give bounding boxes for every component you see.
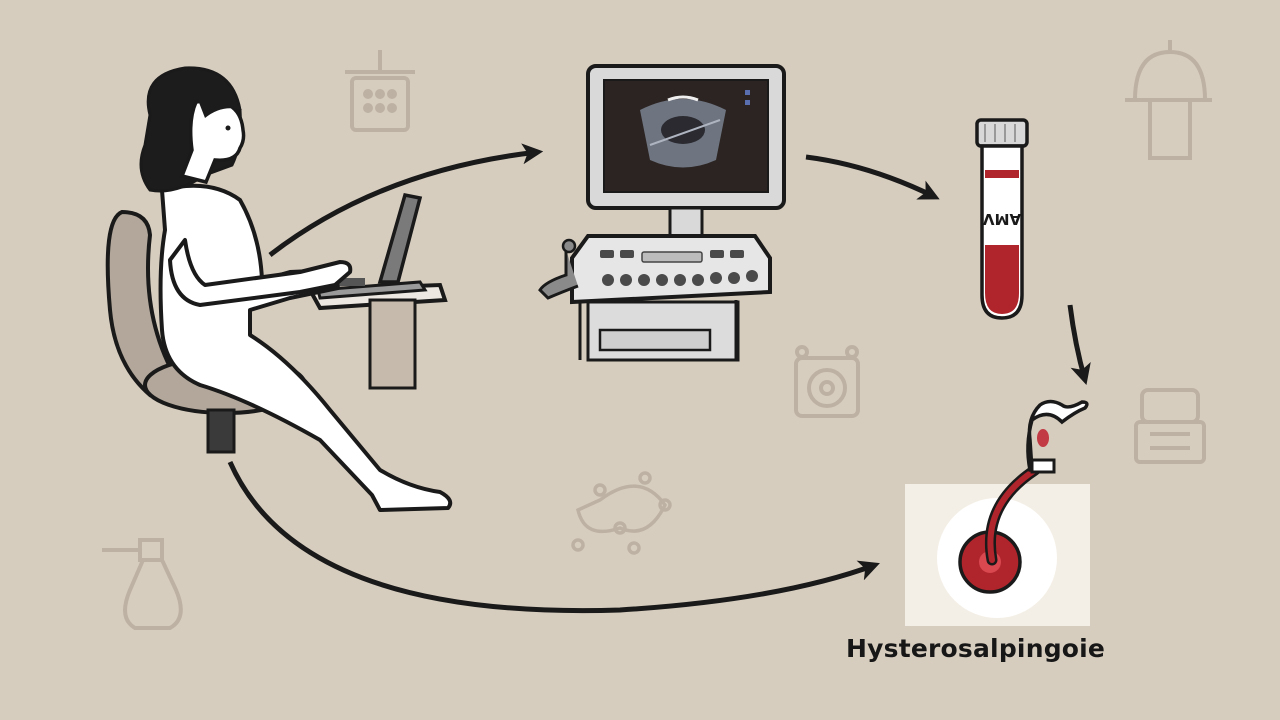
arrow-to-tube-result [1067, 304, 1091, 386]
laptop-icon [316, 192, 428, 300]
result-panel [905, 399, 1090, 626]
arrow-to-ultrasound [268, 143, 544, 257]
monitor-stack-icon [1134, 388, 1206, 464]
ultrasound-machine [538, 64, 786, 362]
helmet-icon [1125, 40, 1212, 160]
arrow-bottom-curve [227, 460, 880, 614]
result-label: Hysterosalpingoie [846, 634, 1106, 663]
ultrasound-probe [538, 238, 579, 300]
tube-label: AMV [983, 210, 1022, 228]
woman-figure [105, 66, 453, 512]
camera-icon [794, 345, 860, 418]
lab-rack-icon [345, 50, 415, 132]
face [179, 99, 246, 185]
desk [306, 282, 448, 390]
fallopian-tube-icon [984, 399, 1089, 566]
control-panel [600, 250, 758, 286]
flask-icon [102, 538, 183, 630]
arrow-to-blood-tube [805, 154, 940, 200]
blood-tube-icon: AMV [975, 118, 1029, 320]
network-icon [571, 471, 672, 555]
